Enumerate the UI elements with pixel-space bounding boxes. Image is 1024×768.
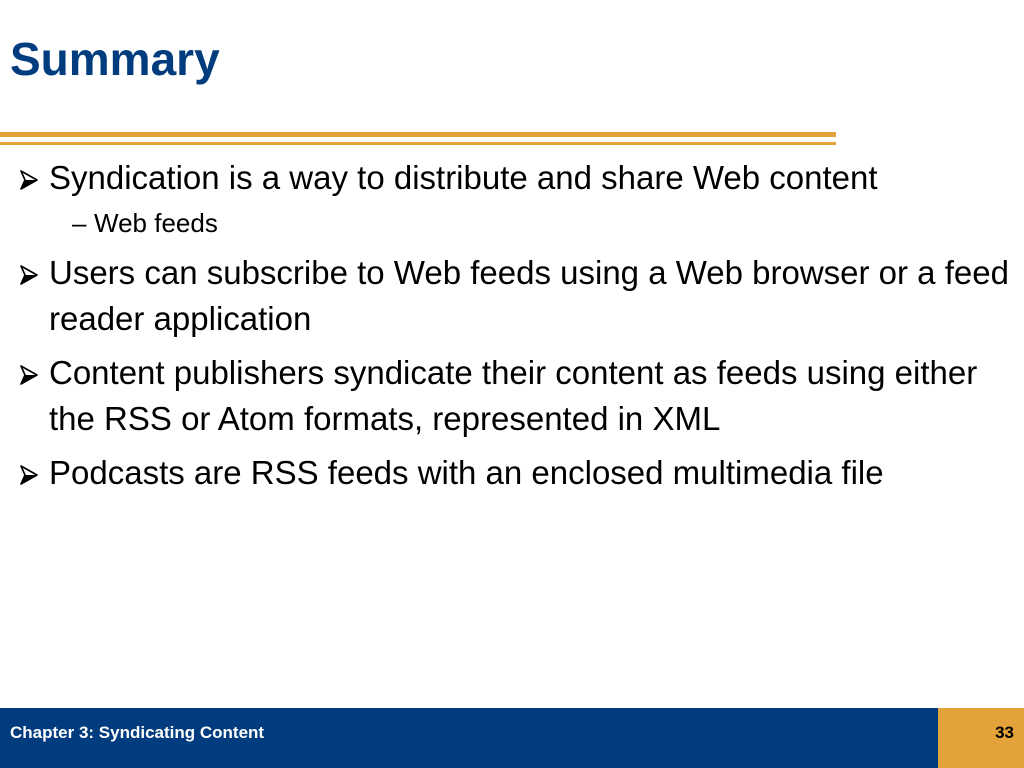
title-divider-thin [0, 142, 836, 145]
bullet-text: Users can subscribe to Web feeds using a… [49, 254, 1009, 337]
sub-bullet-text: Web feeds [94, 208, 218, 238]
page-number: 33 [995, 723, 1014, 742]
arrow-bullet-icon [20, 465, 38, 485]
bullet-text: Content publishers syndicate their conte… [49, 354, 978, 437]
footer-bar: Chapter 3: Syndicating Content 33 [0, 708, 1024, 768]
bullet-item: Podcasts are RSS feeds with an enclosed … [14, 450, 1009, 496]
bullet-item: Content publishers syndicate their conte… [14, 350, 1009, 442]
arrow-bullet-icon [20, 170, 38, 190]
arrow-bullet-icon [20, 265, 38, 285]
bullet-item: Users can subscribe to Web feeds using a… [14, 250, 1009, 342]
bullet-text: Podcasts are RSS feeds with an enclosed … [49, 454, 884, 491]
sub-bullet-item: – Web feeds [14, 204, 1009, 242]
slide-title: Summary [10, 33, 220, 85]
arrow-bullet-icon [20, 365, 38, 385]
bullet-list: Syndication is a way to distribute and s… [14, 155, 1009, 496]
title-divider-thick [0, 132, 836, 137]
dash-marker: – [72, 208, 87, 238]
footer-chapter-title: Chapter 3: Syndicating Content [10, 723, 265, 742]
page-number-box: 33 [938, 708, 1024, 768]
bullet-item: Syndication is a way to distribute and s… [14, 155, 1009, 201]
bullet-text: Syndication is a way to distribute and s… [49, 159, 878, 196]
